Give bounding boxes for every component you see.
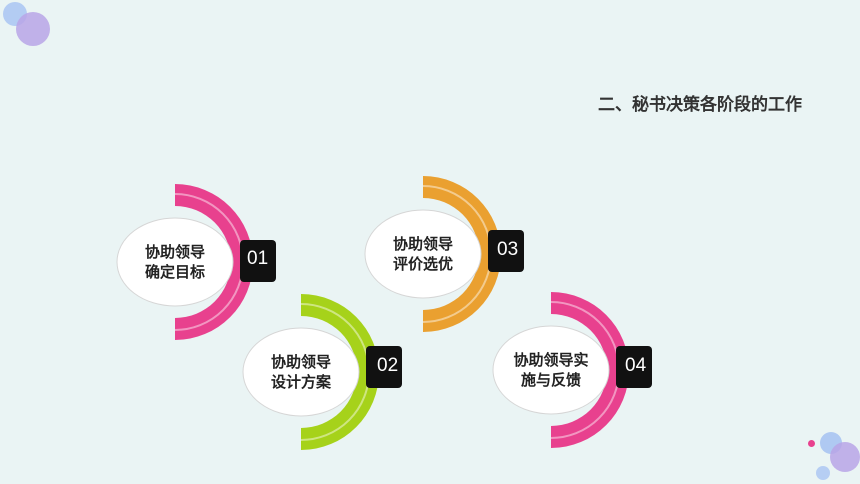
step-03: 协助领导 评价选优 03	[364, 174, 548, 334]
decor-dots-bottom-right	[800, 428, 860, 484]
step-label-line1: 协助领导	[270, 353, 331, 371]
decor-dot	[16, 12, 50, 46]
step-label-line1: 协助领导	[144, 243, 205, 261]
decor-dots-top-left	[0, 0, 60, 60]
step-number: 04	[625, 355, 647, 376]
step-label: 协助领导 设计方案	[246, 330, 356, 414]
decor-dot	[808, 440, 815, 447]
decor-dot	[830, 442, 860, 472]
step-arc	[364, 176, 524, 332]
step-label: 协助领导 评价选优	[368, 212, 478, 296]
step-01: 协助领导 确定目标 01	[116, 182, 300, 342]
step-label-line2: 评价选优	[392, 255, 453, 273]
step-label-line1: 协助领导	[392, 235, 453, 253]
step-label-line2: 确定目标	[144, 263, 205, 281]
step-04: 协助领导实 施与反馈 04	[492, 290, 676, 450]
step-label-line1: 协助领导实	[513, 351, 589, 369]
decor-dot	[816, 466, 830, 480]
step-label: 协助领导 确定目标	[120, 220, 230, 304]
step-02: 协助领导 设计方案 02	[242, 292, 426, 452]
step-label: 协助领导实 施与反馈	[496, 328, 606, 412]
step-arc	[116, 184, 276, 340]
step-number: 03	[497, 239, 519, 260]
step-number: 01	[247, 248, 269, 269]
slide-title: 二、秘书决策各阶段的工作	[598, 95, 802, 115]
step-arc	[242, 294, 402, 450]
step-label-line2: 设计方案	[270, 373, 331, 391]
step-number: 02	[377, 355, 399, 376]
step-label-line2: 施与反馈	[520, 371, 581, 389]
step-arc	[492, 292, 652, 448]
